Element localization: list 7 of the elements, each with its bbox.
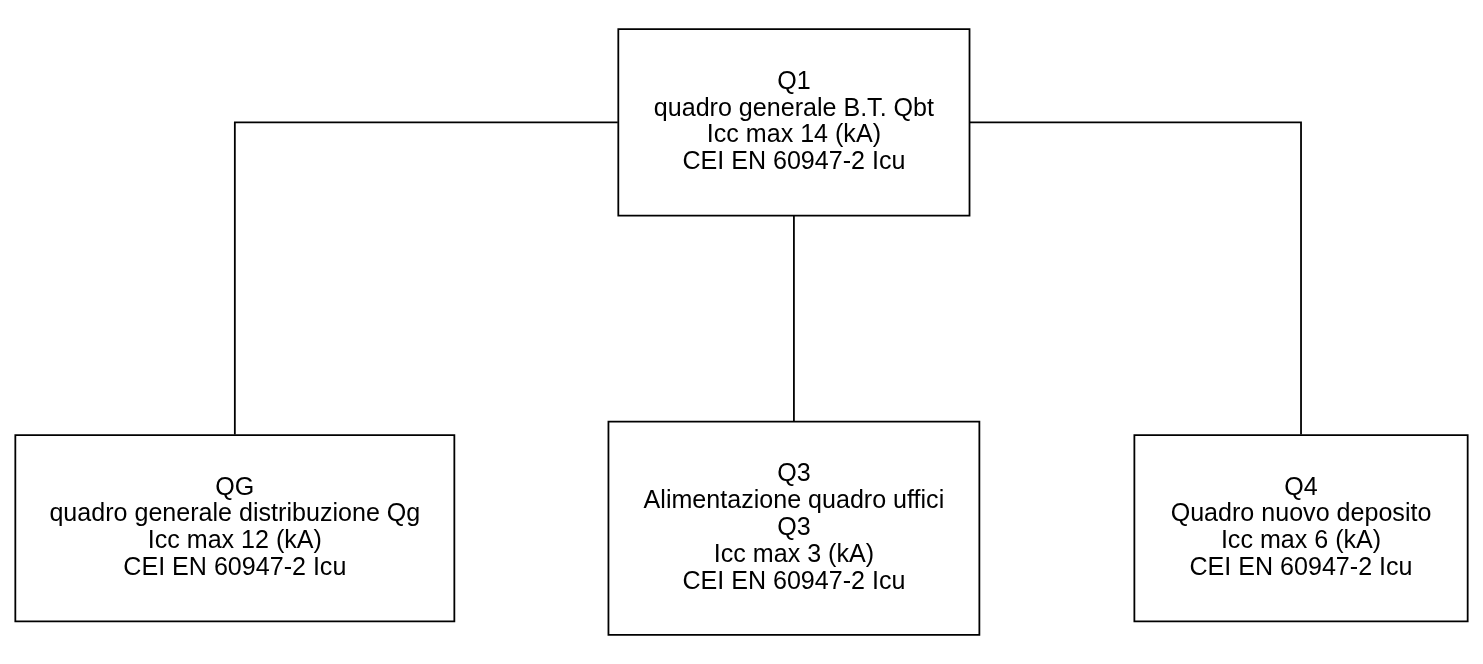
- node-box: Q4 Quadro nuovo deposito Icc max 6 (kA) CEI EN 60947-2 Icu: [1133, 434, 1469, 623]
- connector: [968, 121, 1302, 436]
- connector: [793, 215, 795, 423]
- node-box: Q1 quadro generale B.T. Qbt Icc max 14 (kA) CEI EN 60947-2 Icu: [617, 28, 971, 217]
- connector: [233, 121, 619, 436]
- node-box: QG quadro generale distribuzione Qg Icc max 12 (kA) CEI EN 60947-2 Icu: [14, 434, 456, 623]
- node-box: Q3 Alimentazione quadro uffici Q3 Icc max 3 (kA) CEI EN 60947-2 Icu: [607, 420, 981, 636]
